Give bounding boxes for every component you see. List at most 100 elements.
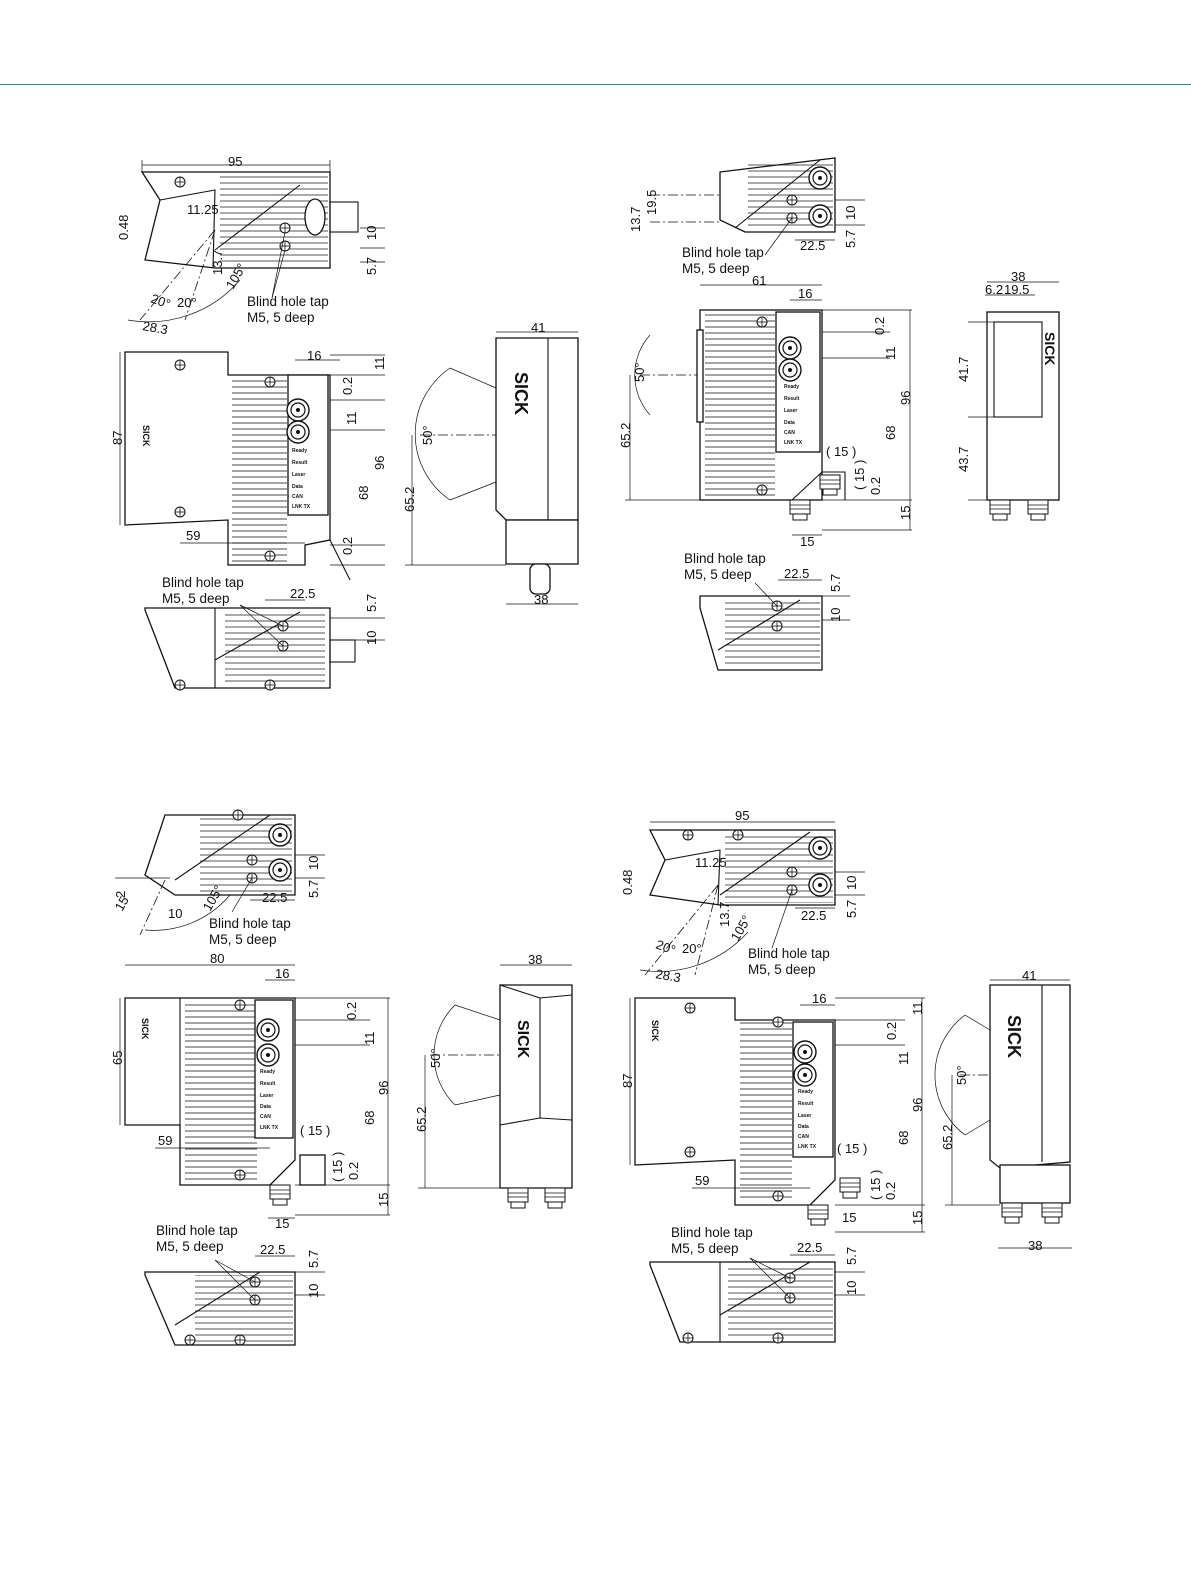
svg-text:Data: Data [784,420,795,426]
svg-text:11: 11 [896,1052,911,1066]
svg-text:SICK: SICK [511,372,531,415]
svg-text:Ready: Ready [798,1089,813,1095]
tr-front-view: Ready Result Laser Data CAN LNK TX 61 16… [618,273,913,549]
svg-text:0.2: 0.2 [346,1162,361,1180]
svg-text:68: 68 [362,1111,377,1125]
drawing-top-right: 13.7 19.5 10 5.7 22.5 Blind hole tap M5,… [618,157,1060,671]
svg-text:65.2: 65.2 [940,1125,955,1150]
br-bottom-view: 22.5 5.7 10 Blind hole tap M5, 5 deep [649,1225,865,1344]
svg-text:11: 11 [883,347,898,361]
svg-text:0.2: 0.2 [344,1002,359,1020]
svg-text:16: 16 [275,966,289,981]
svg-text:10: 10 [364,631,379,645]
svg-text:11: 11 [910,1002,925,1016]
svg-text:61: 61 [752,273,766,288]
svg-text:M5, 5 deep: M5, 5 deep [209,932,277,947]
svg-text:Data: Data [798,1124,809,1130]
tl-bottom-view: 22.5 5.7 10 Blind hole tap M5, 5 deep [144,575,385,691]
drawing-top-left: 95 0.48 11.25 13.7 105° 20° 20° 28.3 10 … [110,154,579,691]
svg-text:5.7: 5.7 [306,880,321,898]
svg-text:Blind hole tap: Blind hole tap [671,1225,753,1240]
svg-text:10: 10 [168,906,182,921]
svg-text:15: 15 [842,1210,856,1225]
svg-text:11: 11 [344,412,359,426]
svg-text:13.7: 13.7 [210,250,225,275]
tr-side-view: SICK 38 6.2 19.5 41.7 43.7 [956,269,1060,521]
svg-text:10: 10 [828,608,843,622]
svg-text:M5, 5 deep: M5, 5 deep [682,261,750,276]
drawing-bottom-right: 95 0.48 11.25 13.7 105° 20° 20° 28.3 22.… [620,808,1072,1344]
svg-text:65.2: 65.2 [402,487,417,512]
tl-top-view: 95 0.48 11.25 13.7 105° 20° 20° 28.3 10 … [116,154,385,337]
svg-text:0.48: 0.48 [116,215,131,240]
svg-text:11: 11 [362,1032,377,1046]
svg-text:11.25: 11.25 [187,202,219,217]
tl-dim-95: 95 [228,154,242,169]
svg-text:M5, 5 deep: M5, 5 deep [671,1241,739,1256]
svg-text:10: 10 [306,1284,321,1298]
drawing-bottom-left: 2 15 10 105° 22.5 10 5.7 Blind hole tap … [110,809,573,1346]
svg-text:0.2: 0.2 [340,377,355,395]
bl-bottom-view: 22.5 5.7 10 Blind hole tap M5, 5 deep [144,1223,325,1346]
svg-text:LNK TX: LNK TX [292,504,311,510]
svg-text:38: 38 [528,952,542,967]
svg-text:CAN: CAN [798,1134,809,1140]
svg-text:SICK: SICK [1004,1015,1024,1058]
svg-text:CAN: CAN [292,494,303,500]
svg-text:15: 15 [376,1193,391,1207]
svg-text:Result: Result [260,1081,276,1087]
br-side-view: SICK 41 50° 65.2 38 [934,968,1072,1253]
svg-text:28.3: 28.3 [654,966,682,985]
svg-text:11: 11 [372,357,387,371]
svg-text:2: 2 [113,891,128,898]
svg-text:95: 95 [735,808,749,823]
svg-text:Laser: Laser [798,1113,811,1119]
br-top-view: 95 0.48 11.25 13.7 105° 20° 20° 28.3 22.… [620,808,865,985]
svg-text:6.2: 6.2 [985,282,1003,297]
svg-text:M5, 5 deep: M5, 5 deep [156,1239,224,1254]
svg-text:87: 87 [110,431,125,445]
svg-text:5.7: 5.7 [306,1250,321,1268]
svg-text:Laser: Laser [784,408,797,414]
svg-text:( 15 ): ( 15 ) [330,1152,345,1182]
svg-text:22.5: 22.5 [290,586,315,601]
svg-text:5.7: 5.7 [828,574,843,592]
svg-text:5.7: 5.7 [843,230,858,248]
bl-front-view: Ready Result Laser Data CAN LNK TX SICK … [110,951,391,1231]
svg-text:22.5: 22.5 [260,1242,285,1257]
svg-text:0.2: 0.2 [883,1182,898,1200]
svg-text:22.5: 22.5 [784,566,809,581]
svg-text:CAN: CAN [260,1114,271,1120]
svg-text:Result: Result [292,460,308,466]
svg-text:96: 96 [910,1098,925,1112]
svg-text:M5, 5 deep: M5, 5 deep [162,591,230,606]
svg-text:Blind hole tap: Blind hole tap [684,551,766,566]
header-rule [0,84,1191,85]
tr-top-view: 13.7 19.5 10 5.7 22.5 Blind hole tap M5,… [628,157,865,276]
svg-text:Data: Data [260,1104,271,1110]
svg-text:80: 80 [210,951,224,966]
svg-text:65: 65 [110,1051,125,1065]
svg-text:20°: 20° [654,937,678,958]
svg-text:LNK TX: LNK TX [260,1125,279,1131]
svg-text:19.5: 19.5 [1004,282,1029,297]
svg-text:59: 59 [695,1173,709,1188]
svg-text:Blind hole tap: Blind hole tap [209,916,291,931]
svg-text:15: 15 [800,534,814,549]
svg-text:65.2: 65.2 [414,1107,429,1132]
svg-text:10: 10 [844,1281,859,1295]
svg-text:Laser: Laser [292,472,305,478]
svg-text:22.5: 22.5 [262,890,287,905]
svg-text:10: 10 [306,856,321,870]
svg-text:13.7: 13.7 [717,902,732,927]
tl-side-view: SICK 41 50° 65.2 38 [402,320,579,607]
tl-front-view: Ready Result Laser Data CAN LNK TX SICK … [110,348,387,581]
svg-text:LNK TX: LNK TX [798,1144,817,1150]
svg-text:Ready: Ready [260,1069,275,1075]
svg-text:96: 96 [898,391,913,405]
svg-text:65.2: 65.2 [618,423,633,448]
svg-text:15: 15 [898,506,913,520]
bl-side-view: SICK 38 50° 65.2 [414,952,573,1209]
svg-text:16: 16 [812,991,826,1006]
